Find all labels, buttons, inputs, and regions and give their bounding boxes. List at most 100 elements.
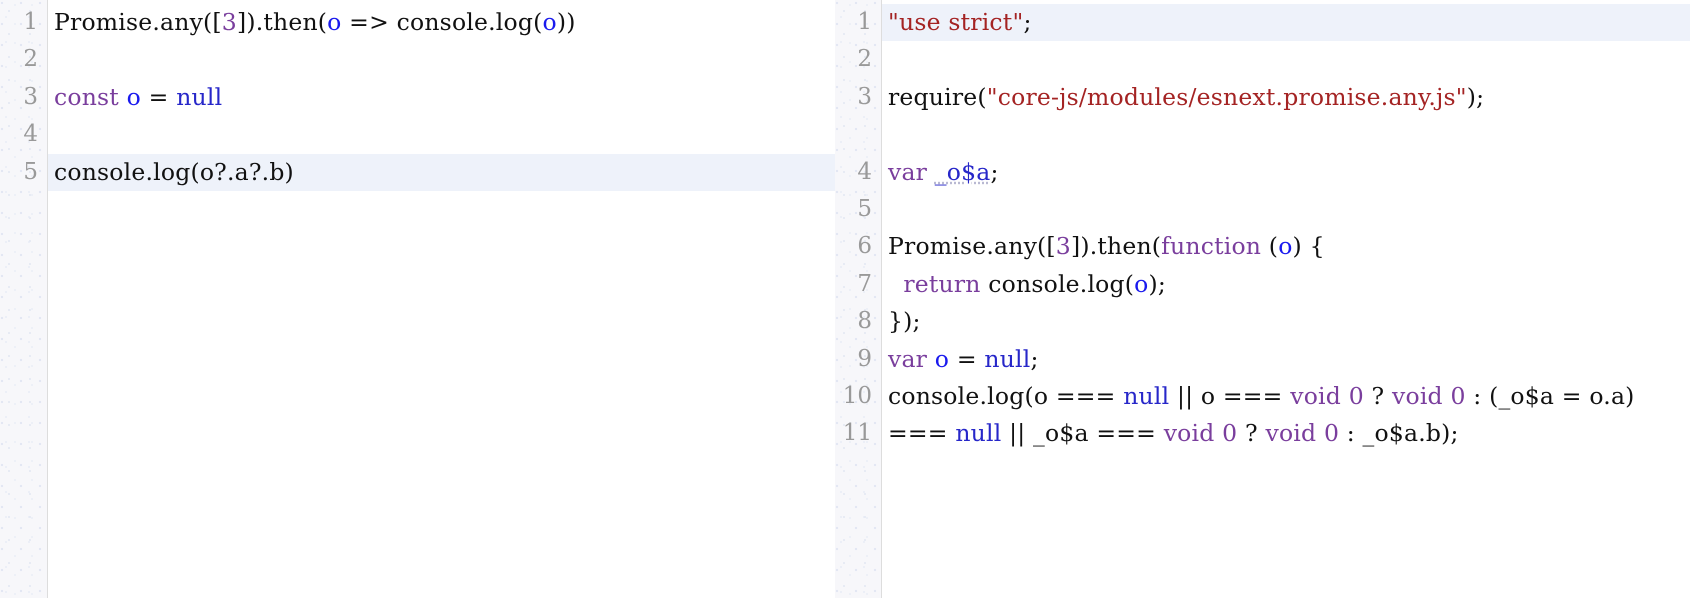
code-token: = xyxy=(949,344,985,373)
code-token: ) { xyxy=(1292,232,1325,261)
line-number: 10 xyxy=(842,382,872,409)
code-token: void xyxy=(1163,419,1215,448)
code-token: o xyxy=(934,344,950,373)
code-token: ( xyxy=(1261,232,1279,261)
code-token: o xyxy=(327,8,342,36)
code-token: console.log(o === xyxy=(888,382,1124,411)
code-token: const xyxy=(54,82,119,111)
code-token: ? xyxy=(1237,419,1266,448)
code-token: => console.log( xyxy=(341,8,543,36)
code-token: console.log( xyxy=(980,269,1135,298)
code-token: console.log(o?.a?.b) xyxy=(54,157,294,186)
line-number: 3 xyxy=(23,83,38,110)
code-line[interactable]: console.log(o?.a?.b) xyxy=(48,153,835,192)
code-token: _o$a xyxy=(934,157,991,186)
code-token: : (_o$a = o.a) === xyxy=(888,382,1643,448)
code-token: ? xyxy=(1363,382,1392,411)
code-token: require( xyxy=(888,82,987,111)
code-token: "core-js/modules/esnext.promise.any.js" xyxy=(986,82,1467,111)
code-line[interactable]: const o = null xyxy=(54,79,835,116)
code-token: ; xyxy=(1030,344,1039,373)
code-line[interactable]: console.log(o === null || o === void 0 ?… xyxy=(888,378,1690,453)
code-token: || _o$a === xyxy=(1001,419,1164,448)
line-number: 9 xyxy=(857,345,872,372)
code-token: ]).then( xyxy=(236,8,328,36)
code-token: ; xyxy=(990,157,999,186)
code-token: ]).then( xyxy=(1070,232,1162,261)
code-token: void xyxy=(1265,419,1317,448)
code-token: : _o$a.b); xyxy=(1339,419,1459,448)
code-token: null xyxy=(1123,382,1170,411)
code-token: ; xyxy=(1023,8,1032,36)
code-line[interactable] xyxy=(54,41,835,78)
code-token: = xyxy=(140,82,177,111)
line-number: 6 xyxy=(857,233,872,260)
code-token: 0 xyxy=(1450,382,1466,411)
line-number: 11 xyxy=(842,420,872,447)
code-line[interactable] xyxy=(888,41,1690,78)
code-token: return xyxy=(903,269,981,298)
line-number: 1 xyxy=(23,9,38,35)
output-code-area[interactable]: "use strict"; require("core-js/modules/e… xyxy=(882,0,1690,598)
code-token: o xyxy=(126,82,141,111)
code-line[interactable]: Promise.any([3]).then(o => console.log(o… xyxy=(54,4,835,41)
code-token: ); xyxy=(1148,269,1166,298)
code-token: null xyxy=(984,344,1031,373)
code-token: var xyxy=(888,157,928,186)
code-token: Promise.any([ xyxy=(888,232,1056,261)
code-line[interactable]: "use strict"; xyxy=(882,4,1690,42)
code-token: var xyxy=(888,344,928,373)
line-number: 1 xyxy=(857,9,872,35)
source-line-numbers: 1 2 3 4 5 xyxy=(0,0,47,191)
code-line[interactable]: var _o$a; xyxy=(888,154,1690,191)
code-token: null xyxy=(955,419,1002,448)
code-line[interactable]: return console.log(o); xyxy=(888,266,1690,303)
code-token: 0 xyxy=(1348,382,1364,411)
line-number: 5 xyxy=(857,195,872,222)
code-token: Promise.any([ xyxy=(54,8,222,36)
code-token xyxy=(1316,419,1324,447)
code-token: o xyxy=(1134,269,1149,298)
code-token: || o === xyxy=(1169,382,1291,411)
line-number: 8 xyxy=(857,308,872,335)
code-token xyxy=(927,158,935,186)
line-number: 4 xyxy=(23,121,38,148)
code-line[interactable] xyxy=(888,191,1690,228)
source-code-area[interactable]: Promise.any([3]).then(o => console.log(o… xyxy=(48,0,835,598)
code-token xyxy=(927,345,935,373)
code-token: null xyxy=(176,82,223,111)
code-token: o xyxy=(1278,232,1293,261)
code-token: 0 xyxy=(1222,419,1238,448)
code-token: 3 xyxy=(1055,232,1071,261)
code-token: ); xyxy=(1466,82,1485,111)
code-token xyxy=(1341,382,1349,410)
code-token: "use strict" xyxy=(888,8,1024,36)
code-token: 0 xyxy=(1323,419,1340,448)
code-line[interactable] xyxy=(54,116,835,153)
code-line[interactable] xyxy=(888,116,1690,153)
code-token xyxy=(888,270,903,298)
line-number: 2 xyxy=(857,46,872,73)
code-token: }); xyxy=(888,307,921,336)
line-number: 5 xyxy=(23,158,38,185)
code-token xyxy=(119,83,127,111)
source-gutter: 1 2 3 4 5 xyxy=(0,0,48,598)
code-token: void xyxy=(1290,382,1342,411)
code-line[interactable]: Promise.any([3]).then(function (o) { xyxy=(888,228,1690,265)
line-number: 3 xyxy=(857,83,872,110)
code-token: void xyxy=(1392,382,1443,411)
code-line[interactable]: var o = null; xyxy=(888,341,1690,378)
code-token: )) xyxy=(556,8,576,36)
line-number: 7 xyxy=(857,270,872,297)
code-line[interactable]: require("core-js/modules/esnext.promise.… xyxy=(888,79,1690,116)
code-line[interactable]: }); xyxy=(888,303,1690,340)
code-token: o xyxy=(542,8,557,36)
line-number: 2 xyxy=(23,46,38,73)
code-token: 3 xyxy=(221,8,237,36)
code-token: function xyxy=(1161,232,1262,261)
